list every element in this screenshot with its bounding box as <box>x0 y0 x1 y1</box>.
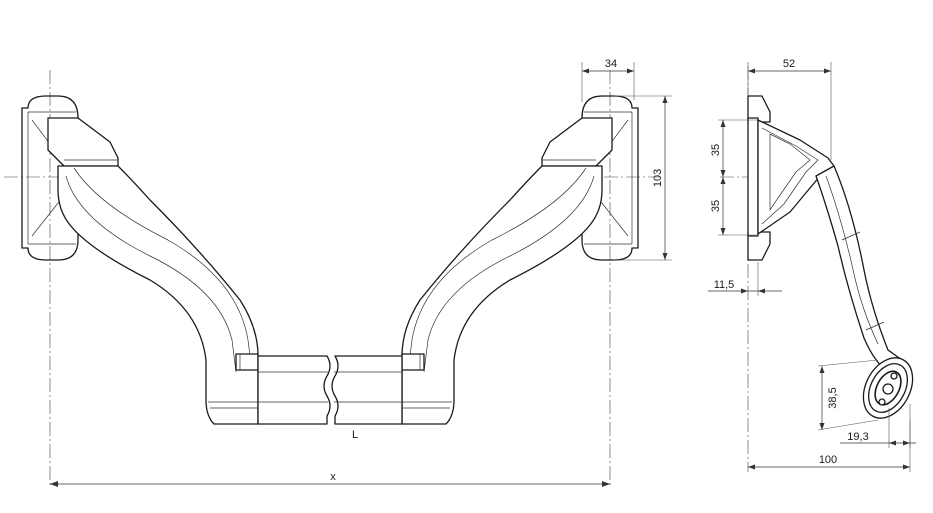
right-tube-stub <box>401 353 425 371</box>
base-depth-dimension: 34 <box>581 58 635 102</box>
base-thickness-label: 11,5 <box>714 279 735 291</box>
hole-spacing-dimension: 35 35 <box>710 119 758 236</box>
left-neck <box>47 117 119 167</box>
side-base-plate <box>747 117 759 237</box>
side-grip-oval <box>862 357 914 419</box>
front-width-dimension: x <box>50 471 610 487</box>
base-height-dimension: 103 <box>614 95 672 261</box>
side-total-label: 100 <box>819 454 837 466</box>
hole-lower-label: 35 <box>710 200 722 212</box>
left-arm <box>57 165 259 425</box>
right-neck <box>541 117 613 167</box>
base-height-label: 103 <box>652 169 664 187</box>
grip-width-label: 19,3 <box>847 431 868 443</box>
front-view: L x 34 103 <box>4 58 672 488</box>
side-view: 52 35 35 11,5 38 <box>708 58 916 472</box>
side-depth-dimension: 52 <box>747 58 832 160</box>
side-base-flange-lower <box>747 231 771 261</box>
grip-height-dimension: 38,5 <box>817 359 879 431</box>
tube-length-label: L <box>352 429 358 441</box>
side-total-dimension: 100 <box>748 420 911 472</box>
center-tube <box>257 355 403 425</box>
right-arm <box>401 165 603 425</box>
grip-height-label: 38,5 <box>827 387 839 408</box>
side-depth-label: 52 <box>783 58 795 70</box>
base-thickness-dimension: 11,5 <box>708 262 782 296</box>
side-arm <box>815 165 903 375</box>
front-width-label: x <box>330 471 336 483</box>
hole-upper-label: 35 <box>710 144 722 156</box>
base-depth-label: 34 <box>605 58 617 70</box>
left-base-plate <box>21 95 79 261</box>
left-tube-stub <box>235 353 259 371</box>
